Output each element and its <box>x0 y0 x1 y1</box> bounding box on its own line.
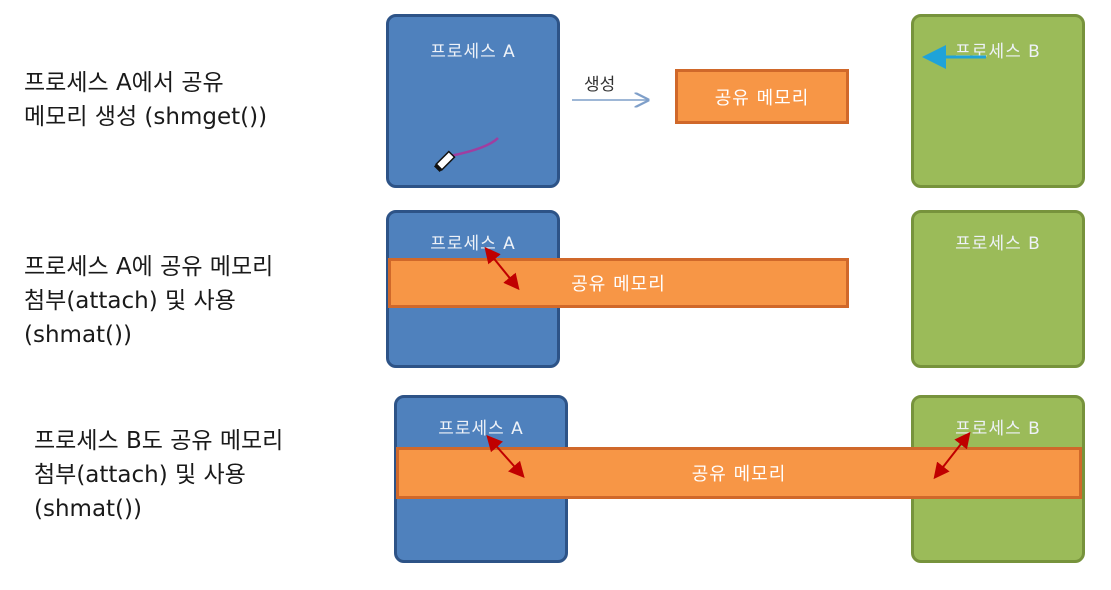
pen-stroke <box>449 137 499 158</box>
row2-caption: 프로세스 A에 공유 메모리 첨부(attach) 및 사용 (shmat()) <box>24 250 273 352</box>
row1-process-a-box: 프로세스 A <box>386 14 560 188</box>
row2-process-b-label: 프로세스 B <box>955 234 1041 254</box>
row2-shared-memory-bar: 공유 메모리 <box>388 258 849 308</box>
row3-caption-line2: 첨부(attach) 및 사용 <box>34 462 246 488</box>
pen-cursor-icon <box>433 150 456 173</box>
row3-attach-arrow-a <box>486 435 525 478</box>
row1-process-b-box: 프로세스 B <box>911 14 1085 188</box>
row1-caption-line1: 프로세스 A에서 공유 <box>24 70 224 96</box>
row1-caption-line2: 메모리 생성 (shmget()) <box>24 104 268 130</box>
row2-caption-line3: (shmat()) <box>24 322 132 348</box>
row3-caption: 프로세스 B도 공유 메모리 첨부(attach) 및 사용 (shmat()) <box>34 424 283 526</box>
row2-attach-arrow <box>484 246 520 291</box>
row3-attach-arrow-b <box>933 431 971 480</box>
row1-create-label: 생성 <box>584 75 616 95</box>
row1-process-a-label: 프로세스 A <box>430 42 516 62</box>
row3-process-a-label: 프로세스 A <box>438 419 524 439</box>
row3-caption-line3: (shmat()) <box>34 496 142 522</box>
row1-shared-memory-box: 공유 메모리 <box>675 69 849 124</box>
row2-caption-line1: 프로세스 A에 공유 메모리 <box>24 254 274 280</box>
row2-caption-line2: 첨부(attach) 및 사용 <box>24 288 236 314</box>
row3-process-b-label: 프로세스 B <box>955 419 1041 439</box>
row3-caption-line1: 프로세스 B도 공유 메모리 <box>34 428 284 454</box>
row1-caption: 프로세스 A에서 공유 메모리 생성 (shmget()) <box>24 66 267 134</box>
row2-process-b-box: 프로세스 B <box>911 210 1085 368</box>
